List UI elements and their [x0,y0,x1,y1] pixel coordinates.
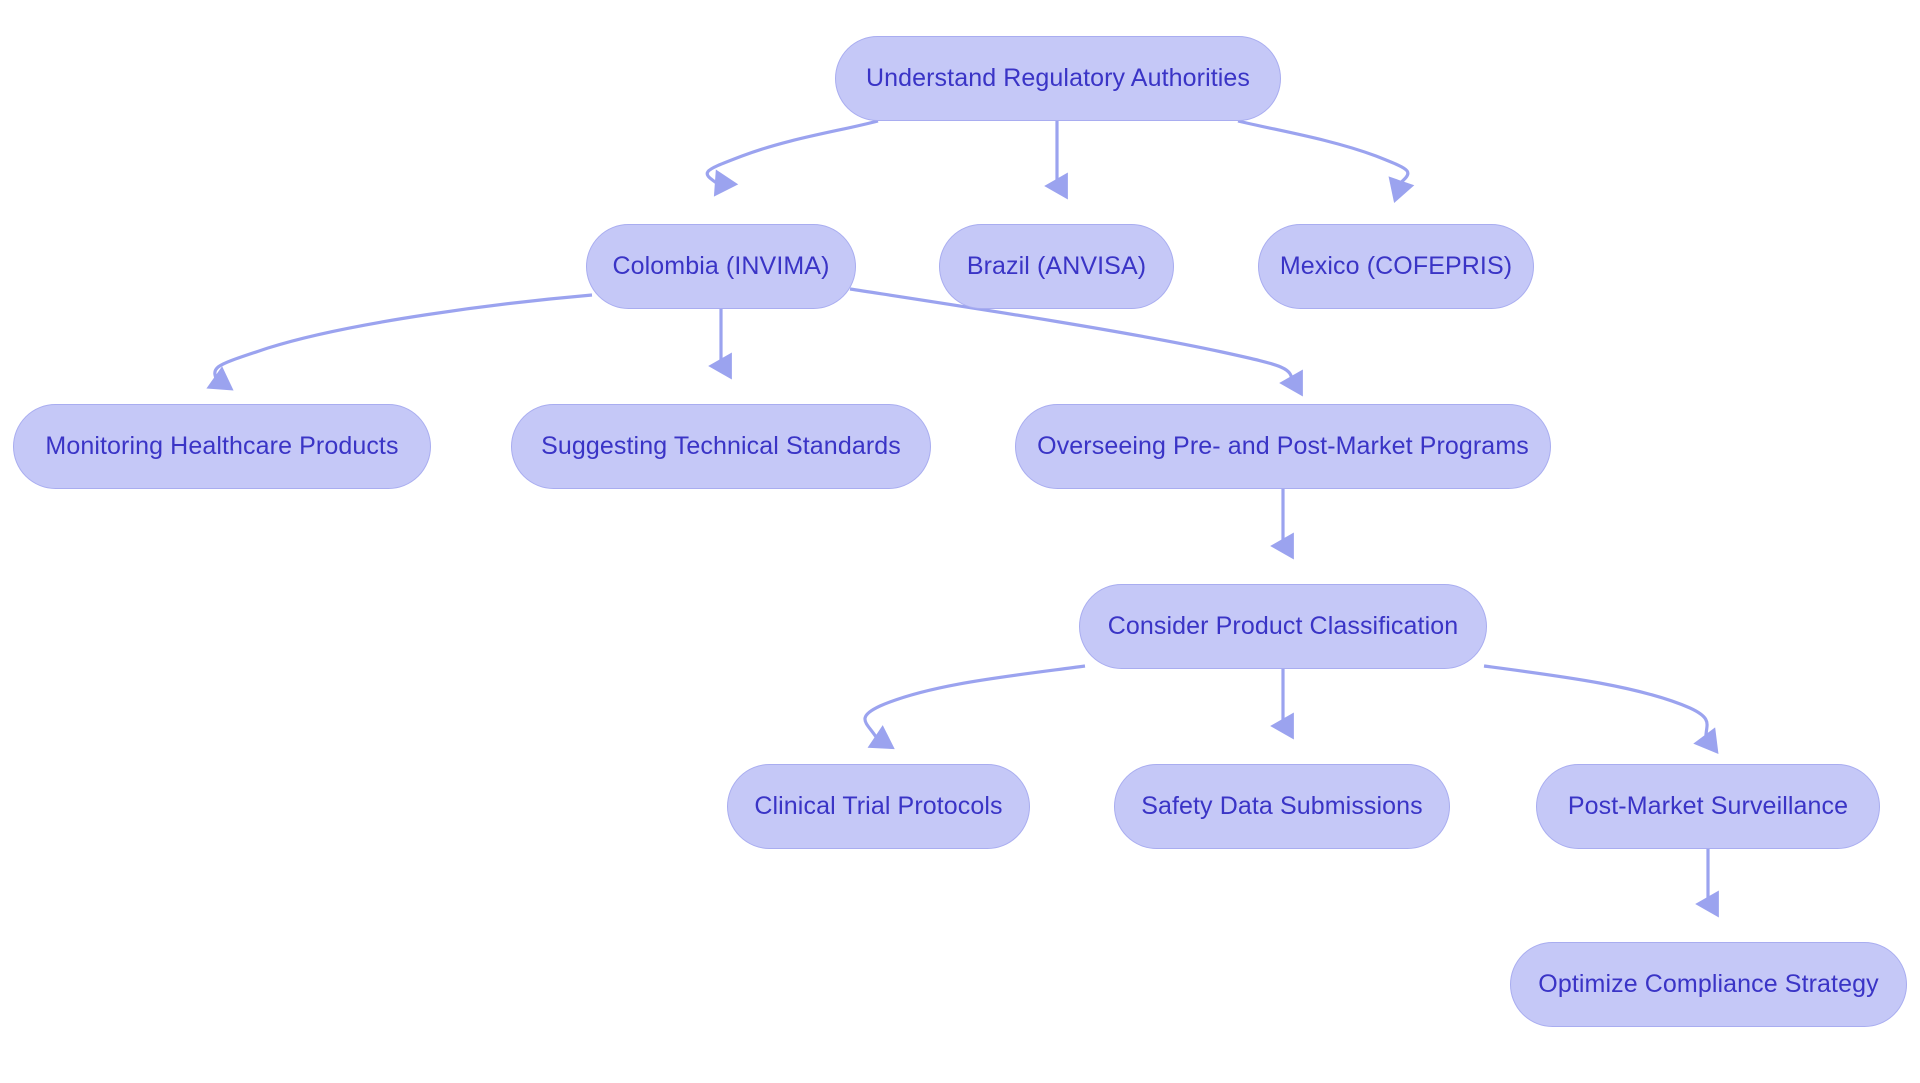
node-label: Monitoring Healthcare Products [45,432,399,460]
node-label: Post-Market Surveillance [1567,792,1849,820]
edge-consider-to-clinical [863,664,1086,750]
node-understand-regulatory-authorities[interactable]: Understand Regulatory Authorities [835,36,1281,121]
node-label: Consider Product Classification [1107,612,1459,640]
node-brazil-anvisa[interactable]: Brazil (ANVISA) [939,224,1174,309]
node-label: Mexico (COFEPRIS) [1279,252,1513,280]
node-clinical-trial-protocols[interactable]: Clinical Trial Protocols [727,764,1030,849]
node-colombia-invima[interactable]: Colombia (INVIMA) [586,224,856,309]
edge-root-to-mexico [1237,119,1415,204]
node-monitoring-healthcare-products[interactable]: Monitoring Healthcare Products [13,404,431,489]
edge-consider-to-postmarket [1483,664,1719,754]
node-post-market-surveillance[interactable]: Post-Market Surveillance [1536,764,1880,849]
node-mexico-cofepris[interactable]: Mexico (COFEPRIS) [1258,224,1534,309]
node-label: Optimize Compliance Strategy [1538,970,1879,998]
edge-colombia-to-monitoring [206,293,593,391]
node-label: Understand Regulatory Authorities [865,64,1251,92]
node-label: Safety Data Submissions [1141,792,1423,820]
node-label: Suggesting Technical Standards [541,432,901,460]
node-consider-product-classification[interactable]: Consider Product Classification [1079,584,1487,669]
node-overseeing-pre-and-post-market-programs[interactable]: Overseeing Pre- and Post-Market Programs [1015,404,1551,489]
edge-colombia-to-overseeing [849,287,1303,397]
node-label: Clinical Trial Protocols [754,792,1003,820]
node-suggesting-technical-standards[interactable]: Suggesting Technical Standards [511,404,931,489]
node-optimize-compliance-strategy[interactable]: Optimize Compliance Strategy [1510,942,1907,1027]
node-safety-data-submissions[interactable]: Safety Data Submissions [1114,764,1450,849]
edge-root-to-colombia [705,119,879,197]
node-label: Brazil (ANVISA) [966,252,1147,280]
node-label: Overseeing Pre- and Post-Market Programs [1037,432,1529,460]
node-label: Colombia (INVIMA) [612,252,830,280]
